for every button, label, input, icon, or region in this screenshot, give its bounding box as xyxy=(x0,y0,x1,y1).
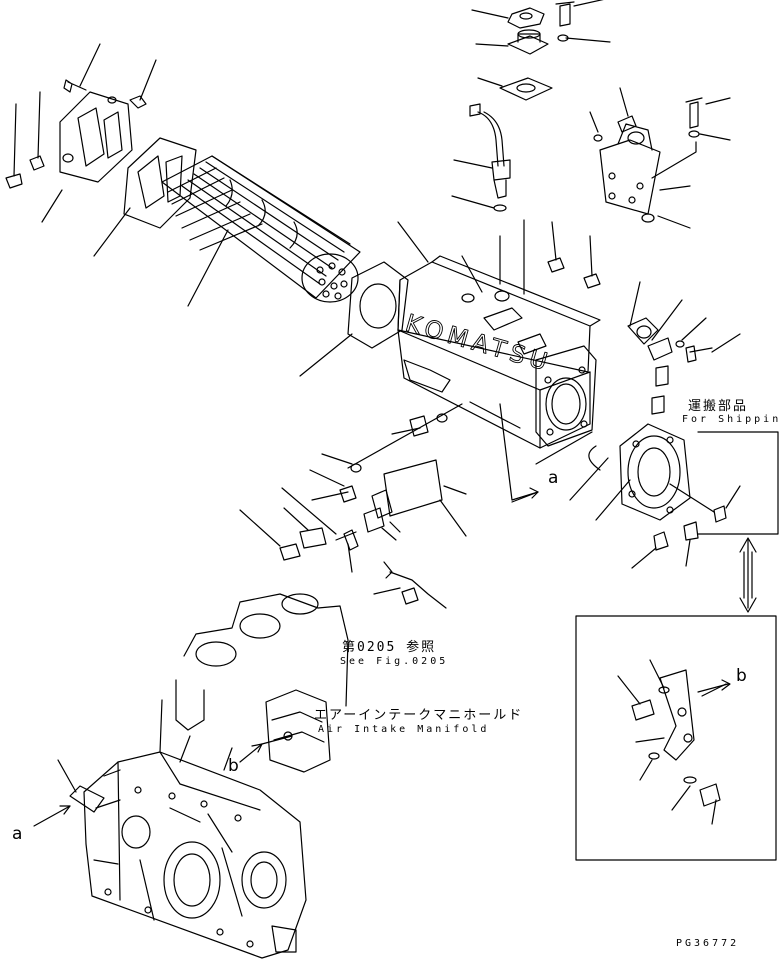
part-code: PG36772 xyxy=(676,938,740,949)
rear-end-cover xyxy=(569,423,741,569)
detail-box xyxy=(575,615,777,861)
sensor-pipe xyxy=(451,103,511,212)
engine-block xyxy=(57,593,349,959)
ref-letter-b-detail: b xyxy=(736,666,747,686)
ref-arrow-a-top xyxy=(511,487,539,503)
cooler-housing: KOMATSU xyxy=(397,219,601,449)
for-shipping-bracket-frame xyxy=(697,431,779,535)
manifold-label-jp: エアーインテークマニホールド xyxy=(314,708,524,723)
ref-arrow-a-lower xyxy=(33,805,71,827)
cooler-rear-gasket xyxy=(299,261,409,377)
mounting-bracket xyxy=(589,87,731,229)
shipping-label-en: For Shipping xyxy=(682,414,779,425)
lower-bracket-assembly xyxy=(239,413,467,609)
fig-ref-label-en: See Fig.0205 xyxy=(340,656,449,667)
ref-arrow-b-detail xyxy=(701,683,727,697)
ref-arrow-b-lower xyxy=(239,743,263,763)
cooler-tube-bundle xyxy=(161,155,361,307)
housing-plugs xyxy=(547,221,601,289)
shipping-label-jp: 運搬部品 xyxy=(688,399,749,414)
housing-right-fittings xyxy=(627,281,741,415)
guide-lines xyxy=(347,403,593,501)
cooler-gasket xyxy=(93,137,197,257)
fig-ref-label-jp: 第0205 参照 xyxy=(342,640,437,655)
ref-letter-a-lower: a xyxy=(12,824,23,844)
manifold-label-en: Air Intake Manifold xyxy=(318,724,490,735)
ref-letter-b-lower: b xyxy=(228,756,239,776)
double-arrow xyxy=(739,537,757,613)
top-cap-assembly xyxy=(471,0,611,101)
ref-letter-a-top: a xyxy=(548,468,559,488)
left-end-cover xyxy=(5,43,157,223)
svg-text:KOMATSU: KOMATSU xyxy=(402,309,555,378)
